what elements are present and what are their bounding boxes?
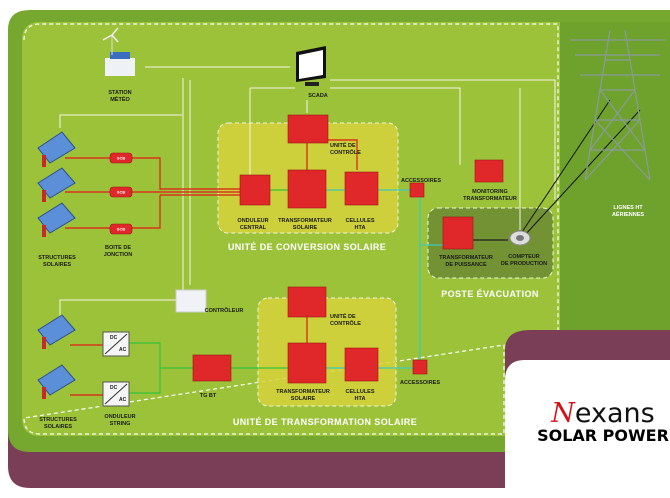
ac-label: AC <box>119 397 127 403</box>
label-tg-bt: TG BT <box>199 393 217 399</box>
dashed-boundary <box>23 23 559 435</box>
label-onduleur-central: ONDULEUR CENTRAL <box>237 218 269 231</box>
ac-label: AC <box>119 347 127 353</box>
weather-station-icon <box>102 27 135 76</box>
label-controleur: CONTRÔLEUR <box>204 308 244 314</box>
label-cellules-hta-top: CELLULES HTA <box>345 218 375 231</box>
label-transformateur-puissance: TRANSFORMATEUR DE PUISSANCE <box>439 255 493 268</box>
label-unite-controle-top: UNITÉ DE CONTRÔLE <box>330 143 361 156</box>
label-transformateur-solaire-bottom: TRANSFORMATEUR SOLAIRE <box>276 389 330 402</box>
label-compteur: COMPTEUR DE PRODUCTION <box>500 254 548 267</box>
label-accessoires-top: ACCESSOIRES <box>400 178 442 184</box>
nexans-logo: Nexans SOLAR POWER <box>536 398 670 445</box>
label-lignes-ht: LIGNES HT AÉRIENNES <box>611 205 645 218</box>
tower-area <box>560 22 670 330</box>
transmission-tower-icon <box>570 29 665 181</box>
logo-tagline: SOLAR POWER <box>537 426 669 445</box>
logo-background <box>530 382 670 470</box>
controller-icon <box>175 289 207 313</box>
scada-monitor-icon <box>296 46 326 86</box>
scb-label: SCB <box>116 189 126 195</box>
zone-title-conversion: UNITÉ DE CONVERSION SOLAIRE <box>227 242 387 252</box>
label-transformateur-solaire-top: TRANSFORMATEUR SOLAIRE <box>278 218 332 231</box>
label-station-meteo: STATION MÉTÉO <box>108 90 132 103</box>
dc-links <box>65 135 358 396</box>
label-monitoring: MONITORING TRANSFORMATEUR <box>463 189 517 202</box>
zone-title-evacuation: POSTE ÉVACUATION <box>441 289 539 299</box>
dc-label: DC <box>110 335 118 341</box>
scb-label: SCB <box>116 155 126 161</box>
logo-brand: Nexans <box>536 398 670 429</box>
label-structures-solaires-top: STRUCTURES SOLAIRES <box>38 255 76 268</box>
logo-initial: N <box>551 398 575 429</box>
label-cellules-hta-bottom: CELLULES HTA <box>345 389 375 402</box>
zone-title-transformation: UNITÉ DE TRANSFORMATION SOLAIRE <box>232 417 418 427</box>
panel-supports <box>42 155 46 399</box>
dc-label: DC <box>110 385 118 391</box>
hv-links <box>325 189 445 369</box>
logo-rest: exans <box>574 398 655 429</box>
label-onduleur-string: ONDULEUR STRING <box>104 414 136 427</box>
label-accessoires-bottom: ACCESSOIRES <box>399 380 441 386</box>
ac-links <box>128 189 290 394</box>
label-unite-controle-bottom: UNITÉ DE CONTRÔLE <box>330 314 361 327</box>
label-scada: SCADA <box>308 93 328 99</box>
scb-label: SCB <box>116 226 126 232</box>
label-structures-solaires-bottom: STRUCTURES SOLAIRES <box>39 417 77 430</box>
label-boite-jonction: BOITE DE JONCTION <box>103 245 133 258</box>
equipment-blocks <box>109 114 504 384</box>
solar-panels-icon <box>37 131 76 396</box>
